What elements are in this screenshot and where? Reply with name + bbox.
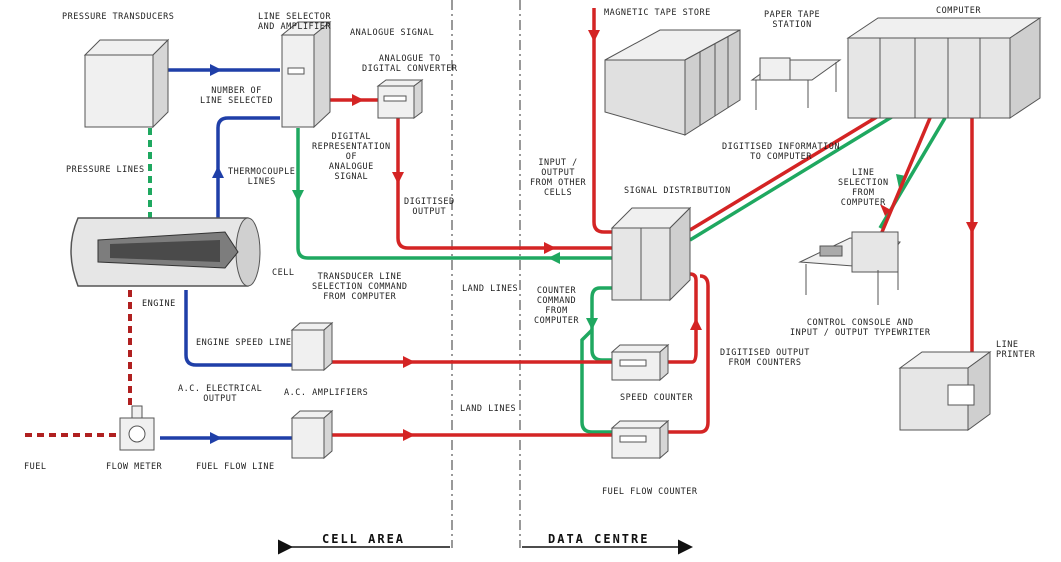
fuel-label: FUEL (24, 462, 47, 472)
ac-amplifiers-label: A.C. AMPLIFIERS (284, 388, 369, 398)
engine-speed-line-label: ENGINE SPEED LINE (196, 338, 292, 348)
line-selection-from-computer-label: LINE SELECTION FROM COMPUTER (838, 168, 889, 208)
input-output-other-cells-label: INPUT / OUTPUT FROM OTHER CELLS (530, 158, 587, 198)
fuel-flow-line-label: FUEL FLOW LINE (196, 462, 275, 472)
line-printer-label: LINE PRINTER (996, 340, 1036, 360)
red-signal-lines (318, 8, 974, 437)
control-console-label: CONTROL CONSOLE AND INPUT / OUTPUT TYPEW… (790, 318, 931, 338)
digitised-information-label: DIGITISED INFORMATION TO COMPUTER (722, 142, 840, 162)
pressure-lines-label: PRESSURE LINES (66, 165, 145, 175)
cell-label: CELL (272, 268, 295, 278)
green-arrowheads (292, 174, 906, 330)
speed-counter-label: SPEED COUNTER (620, 393, 694, 403)
data-centre-label: DATA CENTRE (548, 532, 650, 546)
pressure-transducers-label: PRESSURE TRANSDUCERS (62, 12, 175, 22)
magnetic-tape-store (604, 29, 741, 136)
speed-counter (610, 343, 670, 382)
digitised-output-counters-label: DIGITISED OUTPUT FROM COUNTERS (720, 348, 810, 368)
line-printer (898, 351, 992, 431)
digitised-output-label: DIGITISED OUTPUT (404, 197, 455, 217)
number-of-line-label: NUMBER OF LINE SELECTED (200, 86, 274, 106)
analogue-signal-label: ANALOGUE SIGNAL (350, 28, 435, 38)
ac-amplifier-upper (290, 321, 334, 372)
computer-mainframe (846, 17, 1042, 119)
paper-tape-station (750, 57, 842, 110)
analogue-to-digital-label: ANALOGUE TO DIGITAL CONVERTER (362, 54, 458, 74)
fuel-flow-counter-label: FUEL FLOW COUNTER (602, 487, 698, 497)
line-selector-label: LINE SELECTOR AND AMPLIFIER (258, 12, 332, 32)
signal-distribution-cabinet (610, 206, 692, 302)
counter-command-label: COUNTER COMMAND FROM COMPUTER (534, 286, 579, 326)
transducer-line-selection-label: TRANSDUCER LINE SELECTION COMMAND FROM C… (312, 272, 408, 302)
thermocouple-lines-label: THERMOCOUPLE LINES (228, 167, 296, 187)
pressure-transducers-cabinet (83, 38, 170, 129)
land-lines-top-label: LAND LINES (462, 284, 519, 294)
fuel-flow-counter (610, 419, 670, 460)
cell-area-label: CELL AREA (322, 532, 406, 546)
digital-representation-label: DIGITAL REPRESENTATION OF ANALOGUE SIGNA… (312, 132, 391, 182)
analogue-to-digital-converter (376, 79, 424, 119)
red-arrowheads (352, 30, 978, 441)
magnetic-tape-store-label: MAGNETIC TAPE STORE (604, 8, 711, 18)
ac-electrical-output-label: A.C. ELECTRICAL OUTPUT (178, 384, 263, 404)
signal-distribution-label: SIGNAL DISTRIBUTION (624, 186, 731, 196)
flow-meter-label: FLOW METER (106, 462, 163, 472)
land-lines-bottom-label: LAND LINES (460, 404, 517, 414)
engine-label: ENGINE (142, 299, 176, 309)
computer-label: COMPUTER (936, 6, 981, 16)
paper-tape-station-label: PAPER TAPE STATION (764, 10, 821, 30)
line-selector-cabinet (280, 20, 332, 129)
blue-arrowheads (210, 64, 224, 444)
ac-amplifier-lower (290, 409, 334, 460)
control-console (798, 231, 901, 305)
flow-meter (119, 405, 155, 451)
test-cell-with-engine (70, 217, 261, 287)
